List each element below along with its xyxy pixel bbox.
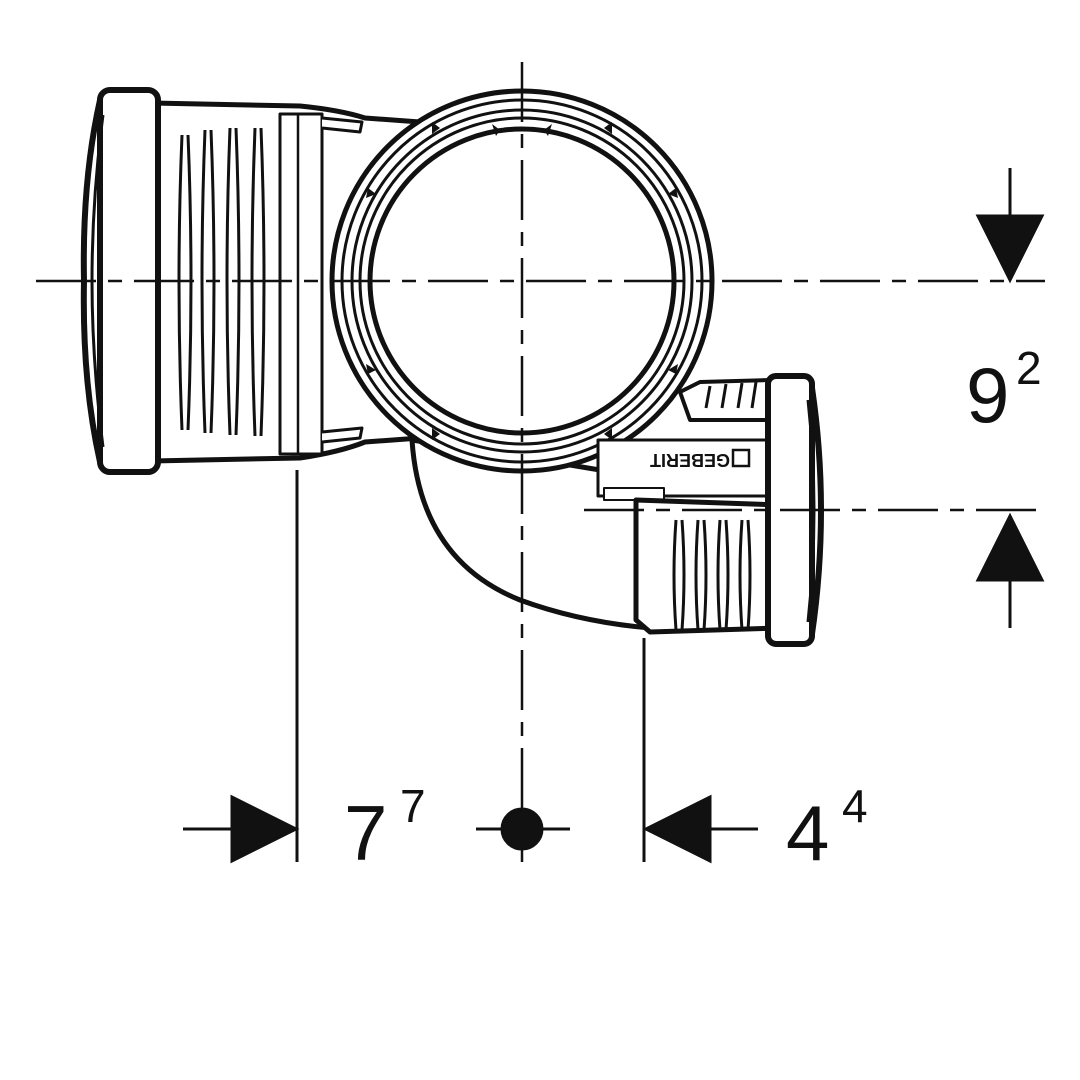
arrow-up-icon: [975, 512, 1045, 582]
arrow-down-icon: [975, 214, 1045, 284]
arrow-left-icon: [642, 794, 712, 864]
right-sleeve-grooves: [672, 519, 752, 631]
ring-clips: [366, 122, 678, 440]
horizontal-dimension: [183, 470, 758, 864]
center-lines: [36, 62, 1045, 862]
right-sleeve-body: [633, 497, 783, 635]
brand-text: GEBERIT: [650, 450, 730, 470]
left-dim-value: 7: [344, 789, 387, 877]
vertical-dim-value: 9: [966, 351, 1009, 439]
elbow-curve: [409, 437, 653, 631]
right-dim-sup: 4: [842, 780, 868, 832]
left-dim-sup: 7: [400, 780, 426, 832]
datum-point-icon: [500, 807, 544, 851]
brand-square-icon: [731, 448, 751, 468]
left-sleeve-collar: [278, 112, 324, 456]
brand-logo: GEBERIT: [650, 450, 730, 470]
vertical-dim-sup: 2: [1016, 342, 1042, 394]
arrow-right-icon: [230, 794, 300, 864]
right-dim-value: 4: [786, 789, 829, 877]
elbow-body: [409, 437, 653, 631]
vertical-dimension: [975, 168, 1045, 628]
